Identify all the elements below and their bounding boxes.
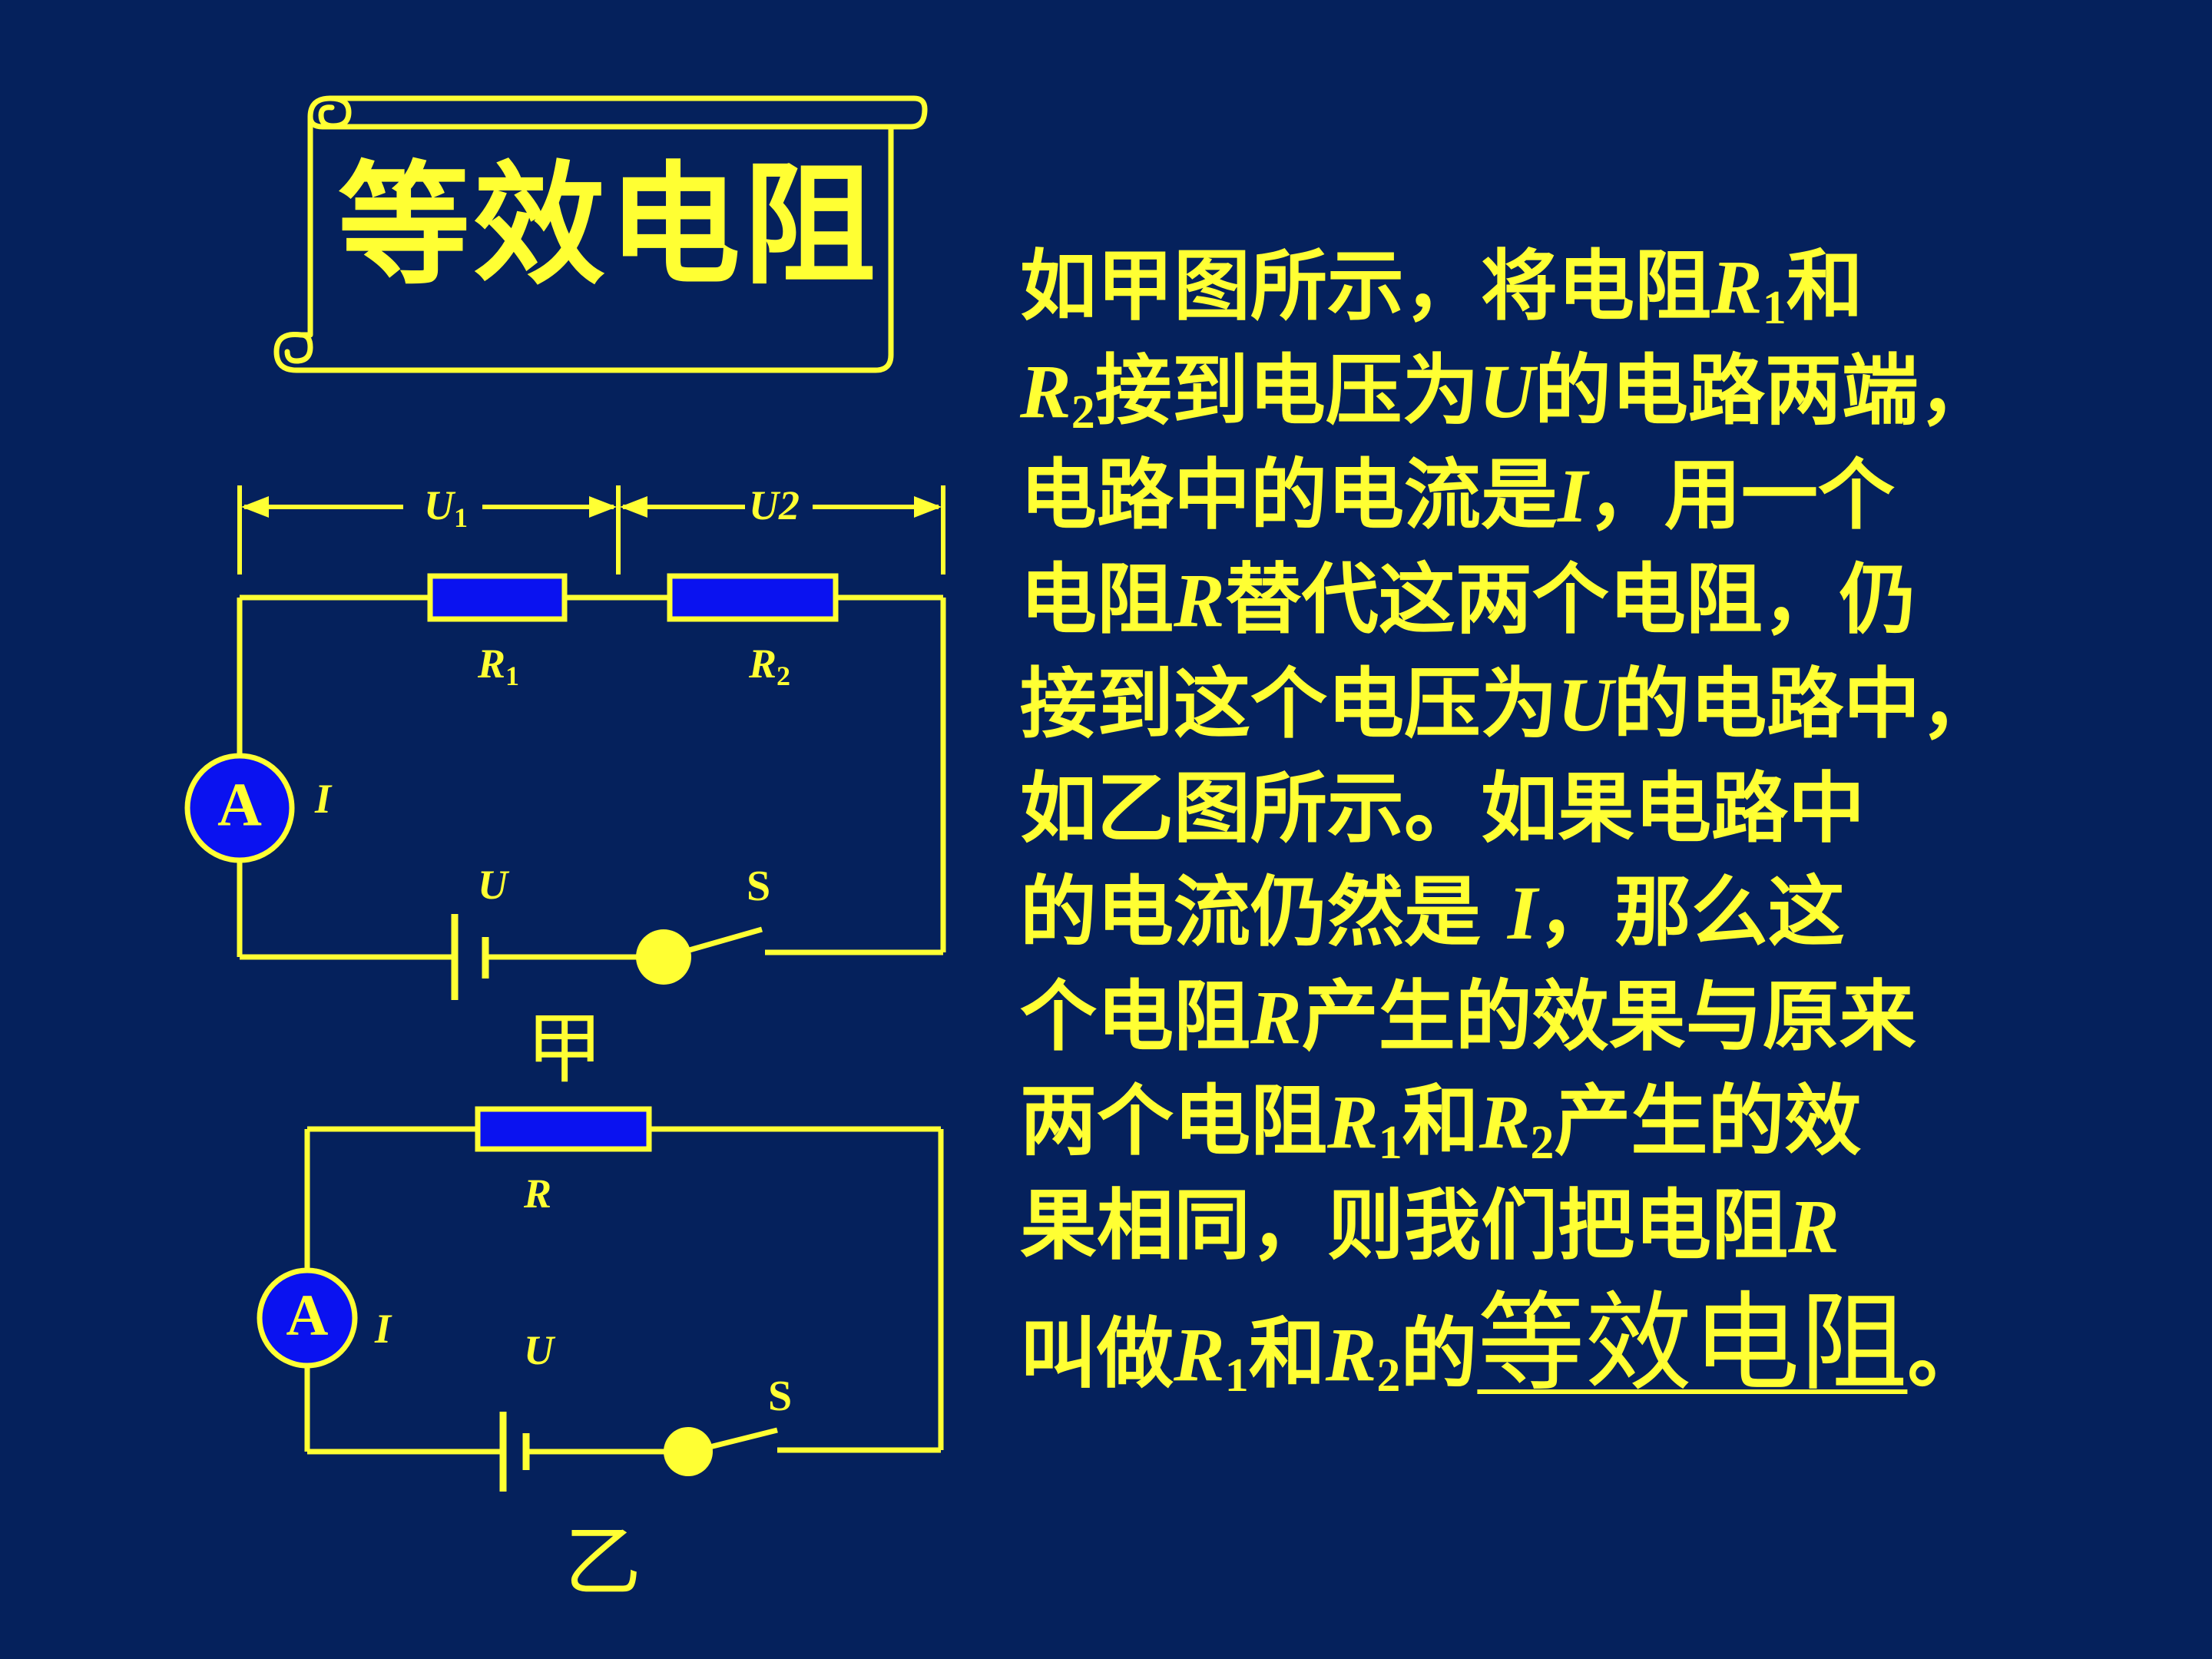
ammeter-label: A — [217, 771, 262, 839]
ammeter-label: A — [286, 1283, 329, 1347]
ammeter — [184, 753, 295, 863]
u2-label: U2 — [749, 482, 800, 528]
circuit-yi: A R I U S 乙 — [257, 1106, 944, 1607]
paragraph-line: 两个电阻R1和R2产生的效 — [1020, 1076, 1862, 1169]
title-scroll-banner — [273, 95, 928, 373]
current-label: I — [314, 776, 333, 822]
circuit-jia-wires — [237, 594, 946, 960]
paragraph-line: 个电阻R产生的效果与原来 — [1020, 972, 1916, 1061]
resistor-r1 — [427, 573, 568, 622]
resistor-r — [475, 1106, 652, 1152]
paragraph-line: 如甲图所示，将电阻R1和 — [1020, 241, 1863, 334]
arrowhead — [241, 496, 269, 518]
arrowhead — [620, 496, 647, 518]
paragraph-line: R2接到电压为U的电路两端， — [1020, 346, 1995, 439]
paragraph-line: 如乙图所示。如果电路中 — [1020, 763, 1865, 853]
r-label: R — [523, 1171, 551, 1217]
highlighted-term: 等效电阻 — [1477, 1281, 1908, 1406]
arrowhead — [589, 496, 617, 518]
paragraph-line-final: 叫做R1和R2的等效电阻。 — [1020, 1281, 1985, 1406]
switch-pivot — [664, 1427, 713, 1476]
paragraph-line: 电阻R替代这两个电阻，仍 — [1020, 555, 1916, 644]
paragraph-line: 果相同，则我们把电阻R — [1020, 1181, 1839, 1270]
r2-label: R2 — [748, 641, 790, 691]
battery — [499, 1412, 530, 1492]
paragraph-line: 接到这个电压为U的电路中， — [1020, 659, 1998, 749]
u1-label: U1 — [424, 482, 468, 533]
current-label: I — [374, 1306, 392, 1352]
explanation-paragraph: 如甲图所示，将电阻R1和 R2接到电压为U的电路两端， 电路中的电流是I，用一个… — [1020, 234, 2172, 1406]
ammeter — [257, 1267, 358, 1369]
circuit-jia: A U1 U2 R1 R2 I U S 甲 — [184, 482, 946, 1094]
paragraph-line: 电路中的电流是I，用一个 — [1020, 450, 1895, 540]
voltage-label: U — [524, 1327, 556, 1373]
resistor-r2 — [667, 573, 839, 622]
circuit-yi-wires — [304, 1126, 944, 1455]
voltage-label: U — [478, 862, 510, 908]
switch-label: S — [768, 1373, 792, 1420]
battery — [451, 914, 489, 1000]
switch-pivot — [636, 929, 691, 985]
arrowhead — [914, 496, 942, 518]
paragraph-line: 的电流仍然是 I，那么这 — [1020, 867, 1845, 957]
page-title: 等效电阻 — [338, 148, 879, 303]
r1-label: R1 — [477, 641, 519, 691]
voltage-dimension-lines — [237, 485, 945, 575]
switch-label: S — [747, 863, 770, 910]
caption-jia: 甲 — [526, 1004, 603, 1094]
caption-yi: 乙 — [565, 1517, 641, 1607]
